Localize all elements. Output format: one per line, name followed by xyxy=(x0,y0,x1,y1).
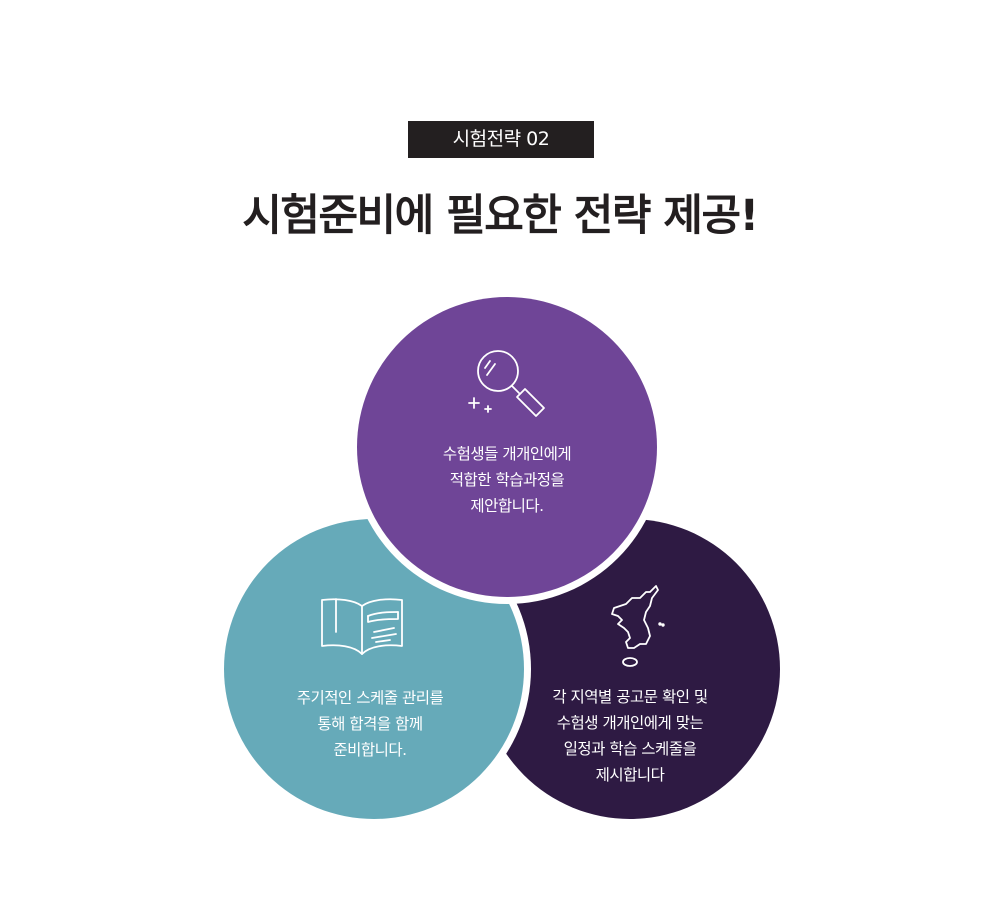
circle-left xyxy=(224,519,524,819)
circle-right-line-1: 각 지역별 공고문 확인 및 xyxy=(552,688,708,706)
strategy-badge: 시험전략 02 xyxy=(408,121,594,158)
circle-top-line-3: 제안합니다. xyxy=(470,497,544,515)
circle-top-line-2: 적합한 학습과정을 xyxy=(449,471,565,489)
circle-left-text: 주기적인 스케줄 관리를 통해 합격을 함께 준비합니다. xyxy=(250,685,490,763)
circle-top-line-1: 수험생들 개개인에게 xyxy=(442,445,572,463)
open-book-icon xyxy=(321,598,403,655)
circle-left-line-3: 준비합니다. xyxy=(333,741,407,759)
page-title: 시험준비에 필요한 전략 제공! xyxy=(242,191,759,241)
circle-right-line-4: 제시합니다 xyxy=(595,766,665,784)
circle-right-line-3: 일정과 학습 스케줄을 xyxy=(563,740,697,758)
circle-left-line-2: 통해 합격을 함께 xyxy=(317,715,423,733)
circle-top-text: 수험생들 개개인에게 적합한 학습과정을 제안합니다. xyxy=(407,441,607,519)
circle-right-line-2: 수험생 개개인에게 맞는 xyxy=(556,714,704,732)
circle-right-text: 각 지역별 공고문 확인 및 수험생 개개인에게 맞는 일정과 학습 스케줄을 … xyxy=(510,684,750,788)
circle-left-line-1: 주기적인 스케줄 관리를 xyxy=(296,689,444,707)
circle-top xyxy=(357,297,657,597)
korea-map-icon xyxy=(611,585,665,667)
magnifier-icon xyxy=(468,350,545,417)
